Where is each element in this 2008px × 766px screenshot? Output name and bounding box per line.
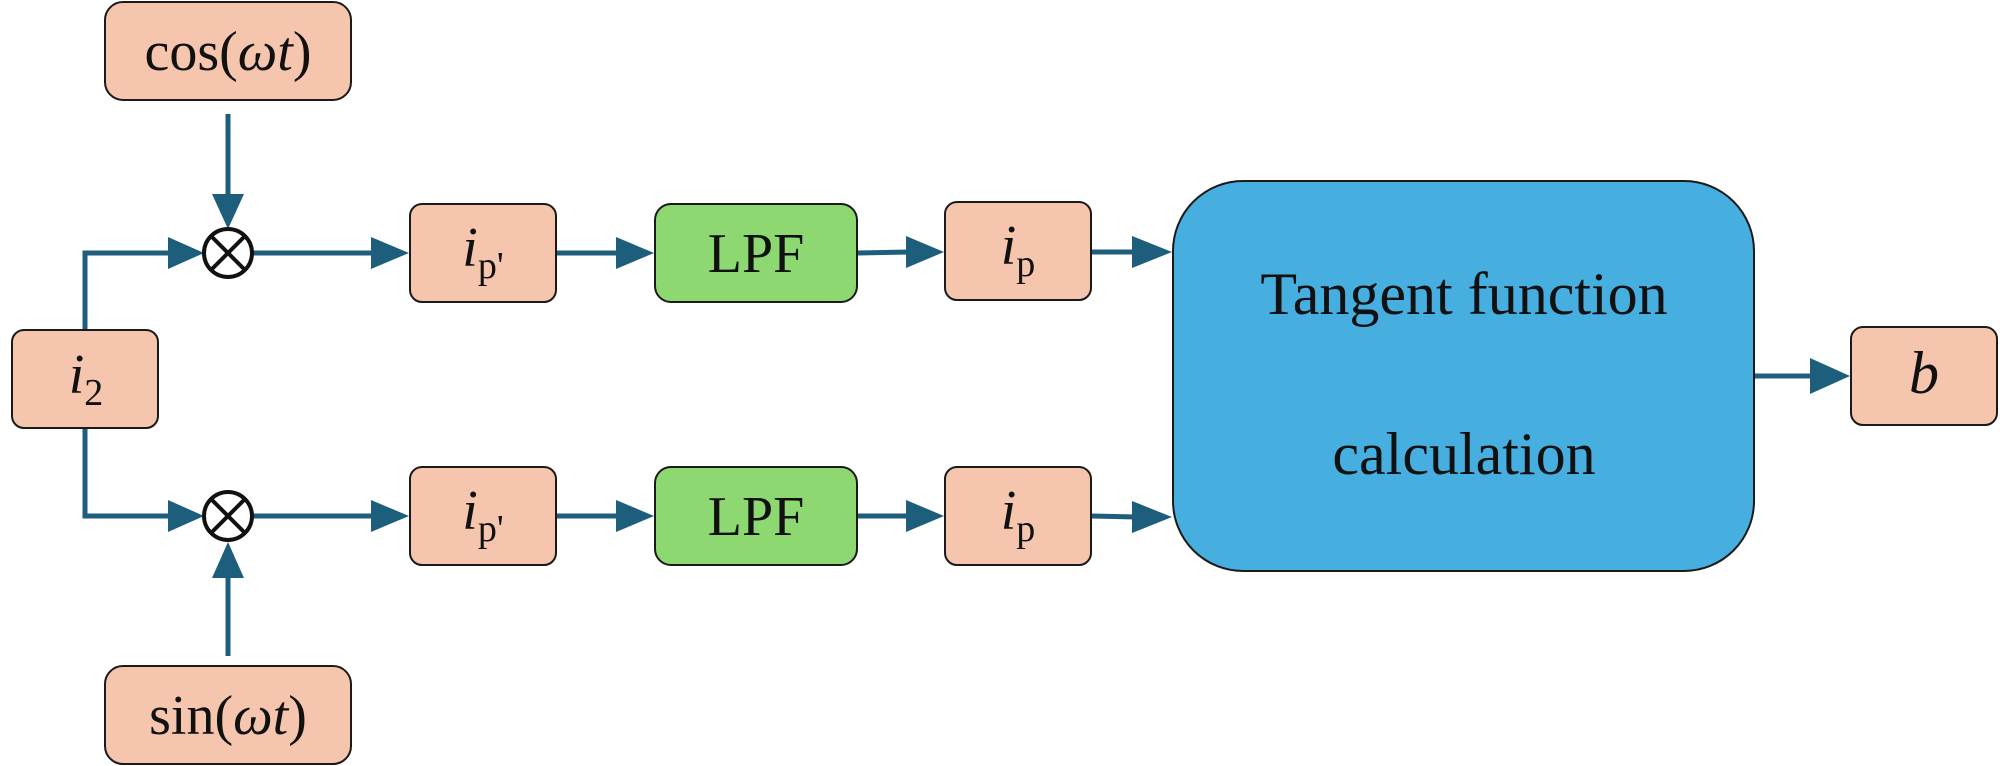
- wire-i2-to-bottom-multiplier: [82, 428, 172, 519]
- wire-ip-to-tangent-bottom: [1091, 513, 1137, 520]
- svg-text:ip': ip': [462, 480, 503, 550]
- tangent-calculation-block: Tangent function calculation: [1172, 180, 1755, 572]
- arrowhead: [168, 500, 204, 532]
- wire-i2-to-top-multiplier: [82, 250, 172, 330]
- ip-block-bottom: ip: [944, 466, 1092, 566]
- arrowhead: [371, 237, 409, 269]
- arrowhead: [906, 500, 944, 532]
- svg-text:ip: ip: [1001, 215, 1036, 285]
- arrowhead: [371, 500, 409, 532]
- arrowhead: [212, 542, 244, 578]
- svg-text:Tangent function: Tangent function: [1260, 261, 1667, 327]
- ip-block-top: ip: [944, 201, 1092, 301]
- svg-text:calculation: calculation: [1332, 421, 1595, 487]
- cos-reference-block: cos(ωt): [104, 1, 352, 101]
- svg-text:ip': ip': [462, 217, 503, 287]
- multiplier-top: [202, 227, 254, 279]
- svg-text:ip: ip: [1001, 480, 1036, 550]
- sin-reference-block: sin(ωt): [104, 665, 352, 765]
- arrowhead: [906, 236, 944, 268]
- arrowhead: [1132, 501, 1172, 533]
- arrowhead: [212, 194, 244, 229]
- arrowhead: [616, 237, 654, 269]
- ip-prime-block-bottom: ip': [409, 466, 557, 566]
- arrowhead: [168, 237, 204, 269]
- svg-text:LPF: LPF: [708, 486, 805, 548]
- lpf-block-top: LPF: [654, 203, 858, 303]
- svg-text:b: b: [1909, 340, 1939, 406]
- svg-text:cos(ωt): cos(ωt): [144, 21, 311, 83]
- svg-text:sin(ωt): sin(ωt): [149, 685, 307, 747]
- lpf-block-bottom: LPF: [654, 466, 858, 566]
- arrowhead: [1810, 358, 1850, 394]
- ip-prime-block-top: ip': [409, 203, 557, 303]
- arrowhead: [1132, 236, 1172, 268]
- input-current-block: i2: [11, 329, 159, 429]
- wire-lpf-to-ip-top: [857, 249, 911, 256]
- multiplier-bottom: [202, 490, 254, 542]
- svg-text:i2: i2: [69, 344, 104, 414]
- output-block: b: [1850, 326, 1998, 426]
- svg-text:LPF: LPF: [708, 223, 805, 285]
- arrowhead: [616, 500, 654, 532]
- connections: [82, 114, 1850, 656]
